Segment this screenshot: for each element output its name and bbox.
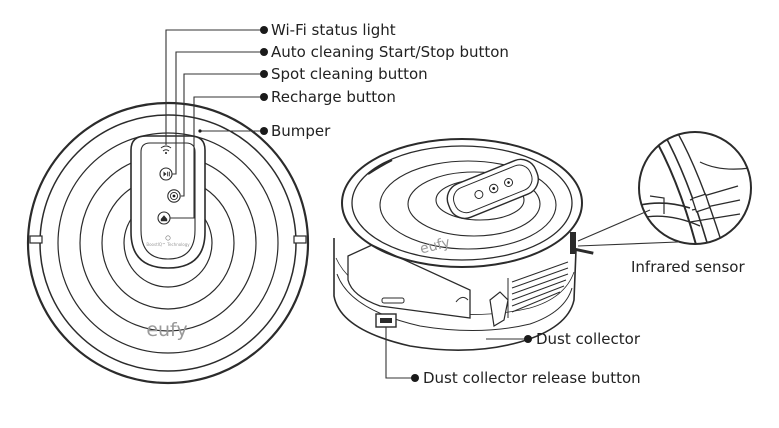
perspective-robot: eufy [333, 138, 594, 351]
control-panel-inner [140, 142, 196, 260]
bumper-left-notch [29, 235, 43, 244]
home-dock-icon[interactable] [157, 211, 171, 225]
infrared-sensor-zoom [577, 131, 752, 247]
infrared-sensor-window [570, 232, 576, 254]
label-spot-cleaning-button: Spot cleaning button [271, 65, 428, 83]
body-seam [336, 273, 573, 332]
label-wifi-status-light: Wi-Fi status light [271, 21, 396, 39]
label-dust-collector: Dust collector [536, 330, 640, 348]
top-ring-1 [57, 132, 279, 354]
callouts [165, 26, 532, 382]
top-disk-inner [351, 145, 573, 261]
top-disk-outer [341, 138, 583, 268]
bumper-right-notch [293, 235, 307, 244]
bumper-outer-ring [26, 101, 310, 385]
eufy-logo-top: eufy [146, 319, 187, 341]
dust-collector-drawer[interactable] [347, 244, 471, 319]
boostiq-mark: BoostIQ™ Technology [146, 235, 190, 247]
spot-spiral-icon[interactable] [167, 189, 181, 203]
side-brush-bracket [455, 291, 509, 327]
boostiq-text: BoostIQ™ Technology [146, 242, 190, 247]
top-view-robot: BoostIQ™ Technology eufy [26, 101, 310, 385]
top-disk-ring-1 [379, 160, 557, 250]
drawer-slot [381, 297, 405, 304]
play-pause-icon[interactable] [159, 167, 173, 181]
label-bumper: Bumper [271, 122, 331, 140]
label-dust-collector-release-button: Dust collector release button [423, 369, 641, 387]
side-vents [507, 261, 569, 318]
label-infrared-sensor: Infrared sensor [631, 258, 745, 276]
wifi-icon [160, 145, 172, 154]
perspective-control-panel [446, 158, 539, 220]
control-panel-outer [130, 135, 206, 269]
eufy-logo-perspective: eufy [418, 235, 451, 258]
label-recharge-button: Recharge button [271, 88, 396, 106]
dust-collector-release-button[interactable] [375, 313, 397, 328]
top-disk-ring-2 [407, 171, 541, 237]
label-auto-cleaning-button: Auto cleaning Start/Stop button [271, 43, 509, 61]
